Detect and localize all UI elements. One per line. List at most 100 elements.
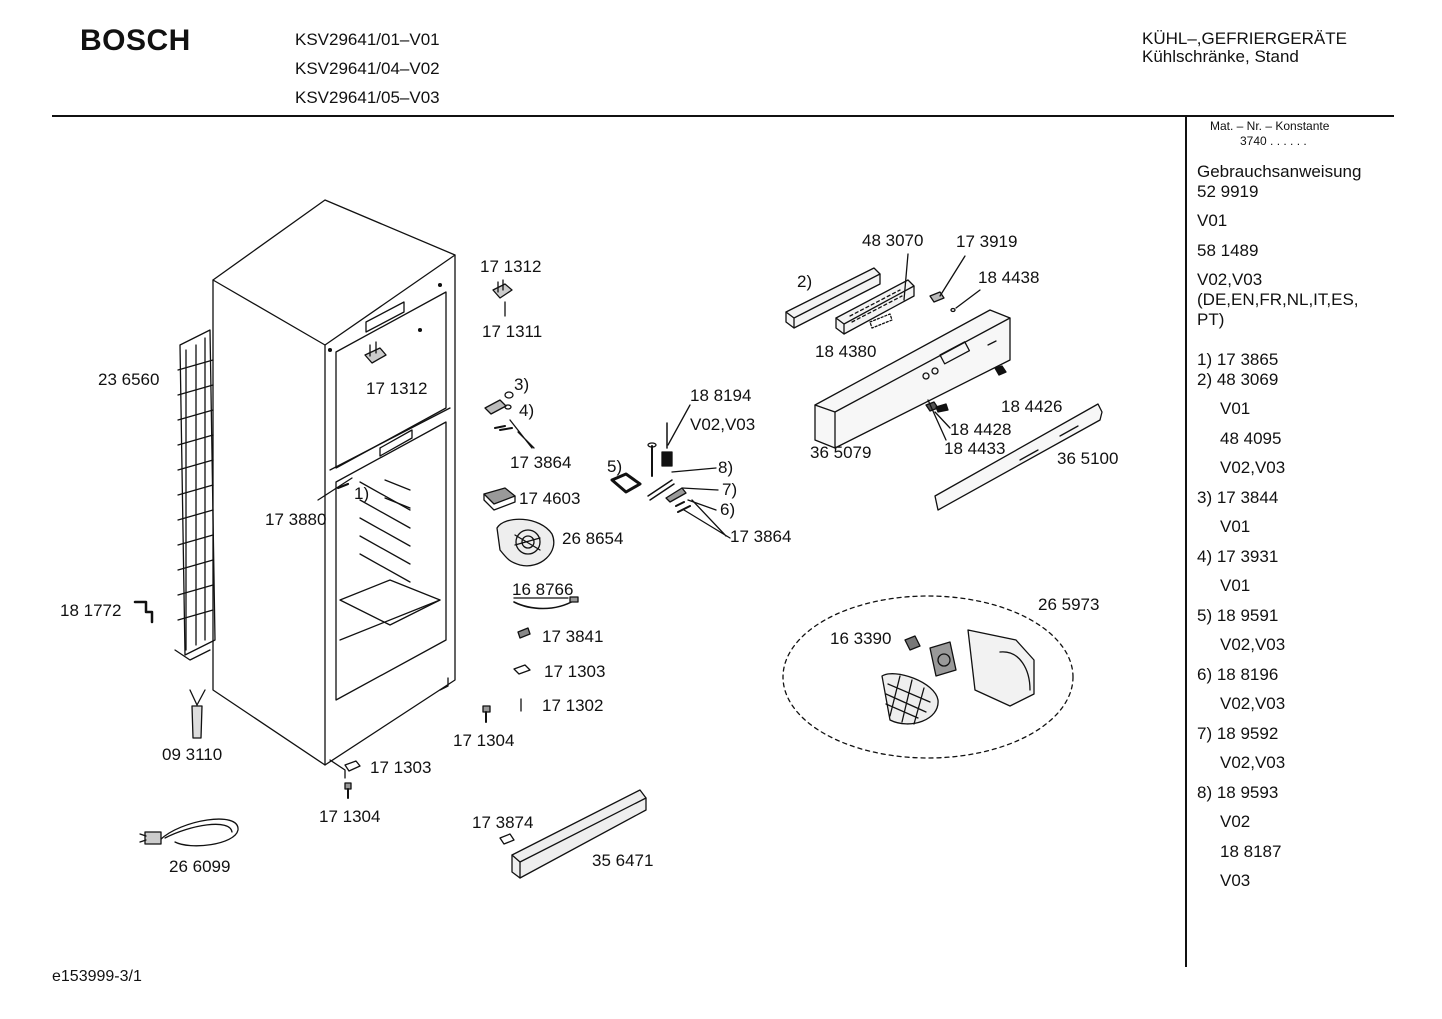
part-label: 16 3390 <box>830 629 892 648</box>
header-divider <box>52 115 1394 117</box>
switch-parts <box>925 365 1007 441</box>
part-label: 5) <box>607 457 623 476</box>
part-label: 6) <box>720 500 736 519</box>
sidebar-entry: V02,V03 <box>1197 270 1263 289</box>
sidebar-entry: 3) 17 3844 <box>1197 488 1279 507</box>
part-label: 23 6560 <box>98 370 160 389</box>
sidebar-entry: V02,V03 <box>1220 694 1286 713</box>
sidebar-entry: V02,V03 <box>1220 458 1286 477</box>
part-label: 17 1312 <box>366 379 428 398</box>
control-panel-module <box>785 253 981 335</box>
material-number-label: Mat. – Nr. – Konstante <box>1210 119 1330 133</box>
part-label: 36 5079 <box>810 443 872 462</box>
part-label: 16 8766 <box>512 580 574 599</box>
sidebar-entry: 1) 17 3865 <box>1197 350 1279 369</box>
sidebar-entry: 48 4095 <box>1220 429 1282 448</box>
thermostat-sensor <box>189 689 206 739</box>
part-label: 18 4426 <box>1001 397 1063 416</box>
door-handle <box>814 309 1011 449</box>
kick-plate <box>499 789 647 879</box>
part-label: 17 3919 <box>956 232 1018 251</box>
power-cord <box>139 818 239 847</box>
sidebar-entry: 52 9919 <box>1197 182 1259 201</box>
sidebar-entry: V01 <box>1220 576 1251 595</box>
control-box <box>483 487 516 511</box>
sidebar-entry: 4) 17 3931 <box>1197 547 1279 566</box>
sidebar-entry: 18 8187 <box>1220 842 1282 861</box>
part-label: 2) <box>797 272 813 291</box>
sidebar-entry: 7) 18 9592 <box>1197 724 1279 743</box>
part-label: 17 3864 <box>730 527 792 546</box>
leader-line <box>317 477 353 501</box>
part-label: 7) <box>722 480 738 499</box>
sidebar-entry: V02,V03 <box>1220 753 1286 772</box>
part-label: 48 3070 <box>862 231 924 250</box>
part-label: 26 6099 <box>169 857 231 876</box>
sidebar-entry: 58 1489 <box>1197 241 1259 260</box>
trim-strip <box>934 403 1103 511</box>
part-label: 35 6471 <box>592 851 654 870</box>
category-title: KÜHL–,GEFRIERGERÄTE <box>1142 29 1347 48</box>
brand-logo: BOSCH <box>80 24 191 57</box>
part-label: 17 1303 <box>370 758 432 777</box>
sidebar-entry: PT) <box>1197 310 1225 329</box>
part-label: 17 1302 <box>542 696 604 715</box>
part-label: 36 5100 <box>1057 449 1119 468</box>
document-code: e153999-3/1 <box>52 968 142 985</box>
bracket-part <box>133 600 154 624</box>
sidebar-entry: 5) 18 9591 <box>1197 606 1279 625</box>
material-number-value: 3740 . . . . . . <box>1240 134 1307 148</box>
clip-part <box>517 627 531 639</box>
hinge-part <box>364 279 513 364</box>
part-label: 8) <box>718 458 734 477</box>
sidebar-entry: (DE,EN,FR,NL,IT,ES, <box>1197 290 1359 309</box>
part-label: 09 3110 <box>162 745 223 764</box>
category-subtitle: Kühlschränke, Stand <box>1142 47 1299 66</box>
sidebar-entry: Gebrauchsanweisung <box>1197 162 1362 181</box>
sidebar-entry: 2) 48 3069 <box>1197 370 1279 389</box>
sidebar-entry: V02,V03 <box>1220 635 1286 654</box>
part-label: 18 4433 <box>944 439 1006 458</box>
part-label: 3) <box>514 375 530 394</box>
clip-part <box>513 664 531 675</box>
sidebar-entry: 6) 18 8196 <box>1197 665 1279 684</box>
part-label: 17 1303 <box>544 662 606 681</box>
part-label: 18 4380 <box>815 342 877 361</box>
part-label: V02,V03 <box>690 415 756 434</box>
sensor-wire <box>513 596 579 610</box>
sidebar-divider <box>1185 115 1187 967</box>
part-label: 17 1311 <box>482 322 543 341</box>
fan-housing <box>496 518 555 567</box>
part-label: 17 1312 <box>480 257 542 276</box>
part-label: 17 1304 <box>319 807 381 826</box>
sidebar-entry: V01 <box>1220 517 1251 536</box>
part-label: 17 3841 <box>542 627 604 646</box>
sidebar-entry: V03 <box>1220 871 1251 890</box>
part-label: 18 1772 <box>60 601 122 620</box>
part-label: 18 4428 <box>950 420 1012 439</box>
model-number-3: KSV29641/05–V03 <box>295 88 440 107</box>
part-label: 4) <box>519 401 535 420</box>
hinge-kit <box>610 404 731 539</box>
part-label: 17 3880 <box>265 510 327 529</box>
part-label: 17 1304 <box>453 731 515 750</box>
fan-assembly-detail <box>782 595 1074 759</box>
part-label: 17 3874 <box>472 813 534 832</box>
sidebar-entry: 8) 18 9593 <box>1197 783 1279 802</box>
screw-part <box>344 705 491 799</box>
screw-part <box>336 482 350 490</box>
part-label: 1) <box>354 484 370 503</box>
model-number-1: KSV29641/01–V01 <box>295 30 440 49</box>
part-label: 26 5973 <box>1038 595 1100 614</box>
sidebar-entry: V01 <box>1220 399 1251 418</box>
sidebar-entry: V01 <box>1197 211 1228 230</box>
fridge-cabinet <box>212 199 456 779</box>
condenser-coil <box>174 329 216 661</box>
sidebar-entry: V02 <box>1220 812 1251 831</box>
part-label: 18 4438 <box>978 268 1040 287</box>
hinge-bushings <box>484 391 535 449</box>
part-label: 26 8654 <box>562 529 624 548</box>
part-label: 17 3864 <box>510 453 572 472</box>
model-number-2: KSV29641/04–V02 <box>295 59 440 78</box>
